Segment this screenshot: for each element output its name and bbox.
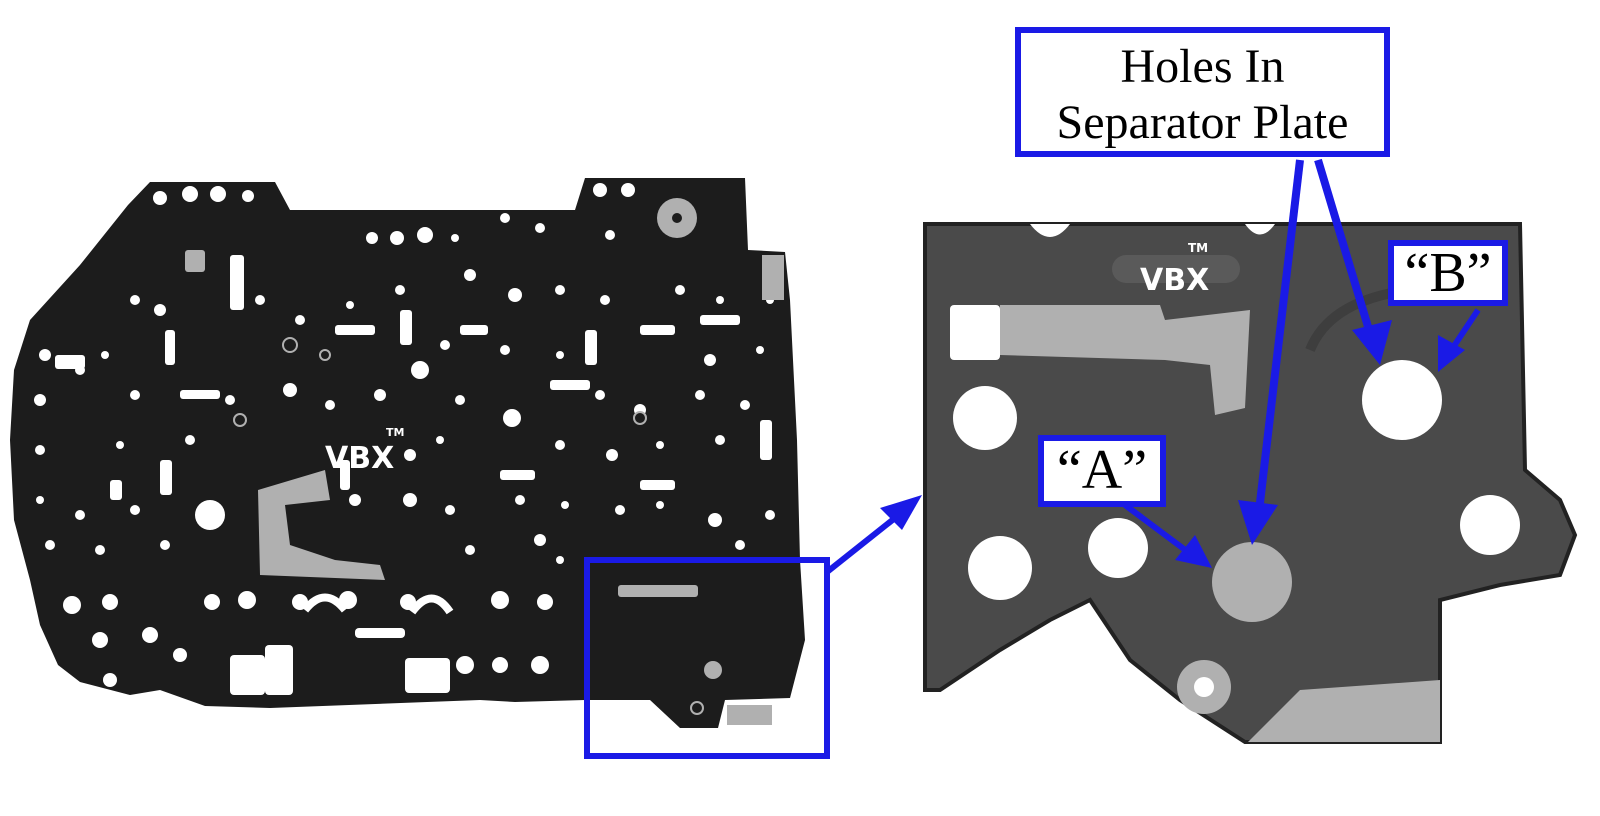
zoom-hole-upper-left [953, 386, 1017, 450]
plate-zoom-open-holes [950, 305, 1520, 697]
plate-full-watermark-mark: TM [386, 426, 404, 439]
hole-a [1212, 542, 1292, 622]
callout-arrows [1123, 158, 1481, 568]
zoom-region-highlight [584, 557, 830, 759]
hole-a-label: “A” [1038, 435, 1166, 507]
plate-full-dark-holes [233, 211, 704, 715]
plate-zoom-watermark-brand: VBX [1140, 263, 1209, 298]
zoom-square-opening [950, 305, 1000, 360]
zoom-hole-lower-middle [1088, 518, 1148, 578]
separator-plate-zoom: VBX TM [923, 222, 1578, 744]
arrow-title-to-hole-b [1314, 158, 1376, 342]
arrow-label-a [1123, 502, 1194, 558]
separator-plate-full: VBX TM [10, 178, 805, 728]
callout-title-line1: Holes In [1120, 40, 1285, 93]
hole-b [1362, 360, 1442, 440]
plate-full-watermark: VBX TM [325, 426, 404, 476]
zoom-hole-small [1194, 677, 1214, 697]
zoom-hole-lower-left [968, 536, 1032, 600]
plate-full-watermark-brand: VBX [325, 441, 394, 476]
callout-title-box: Holes In Separator Plate [1015, 27, 1390, 157]
zoom-connector-arrow [825, 495, 922, 575]
plate-full-openings [34, 183, 778, 695]
arrow-title-to-hole-a [1254, 159, 1304, 521]
hole-b-label: “B” [1388, 240, 1508, 306]
callout-title-line2: Separator Plate [1056, 96, 1349, 149]
zoom-hole-right [1460, 495, 1520, 555]
plate-zoom-watermark: VBX TM [1112, 241, 1240, 298]
plate-zoom-watermark-mark: TM [1188, 241, 1208, 255]
plate-full-covered-areas [185, 198, 784, 725]
plate-zoom-top-notches [1030, 224, 1275, 237]
